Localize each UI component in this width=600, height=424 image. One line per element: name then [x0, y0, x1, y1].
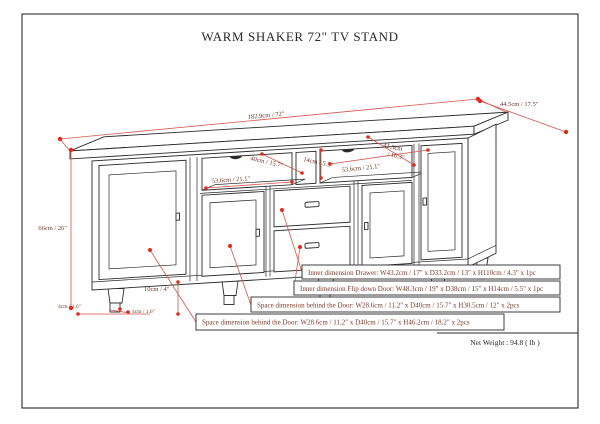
front-leg-2 [221, 280, 239, 305]
dim-overall-height: 66cm / 26" [38, 147, 74, 311]
cabinet-body [69, 111, 509, 291]
dim-shelf-depth-label-line1: 41.5cm [383, 142, 403, 153]
dim-leg-front-width-label: 4cm / 1.6" [58, 304, 81, 310]
shelf-board [200, 180, 412, 194]
drawer-top-handle [304, 201, 320, 208]
shelf-opening-left [201, 152, 293, 191]
dim-leg-front-width: 4cm / 1.6" [58, 304, 150, 316]
cable-notch-right [342, 148, 354, 153]
shelf-opening-center [295, 150, 317, 185]
dim-leg-height: 10cm / 4" [144, 280, 180, 316]
dim-leg-height-label: 10cm / 4" [144, 286, 170, 293]
net-weight-label: Net Weight : 94.8 ( lb ) [470, 338, 540, 347]
right-center-door [361, 181, 413, 267]
dim-shelf-right-width: 53.6cm / 21.1" [328, 148, 430, 174]
callout-box-space-door-2: Space dimension behind the Door: W28.6cm… [195, 313, 505, 331]
callout-space-door-1-label: Space dimension behind the Door: W28.6cm… [257, 302, 520, 310]
left-tall-door [98, 159, 187, 281]
dim-shelf-left-width: 53.6cm / 21.1" [204, 175, 294, 190]
left-center-door [201, 190, 265, 277]
drawing-title: WARM SHAKER 72" TV STAND [201, 29, 398, 44]
callout-boxes: Inner dimension Drawer: W43.2cm / 17" x … [195, 264, 561, 331]
callout-flip-door-label: Inner dimension Flip down Door: W48.3cm … [300, 285, 543, 293]
dim-shelf-right-width-label: 53.6cm / 21.1" [341, 163, 380, 174]
right-center-door-handle [364, 222, 369, 231]
dim-overall-depth-label: 44.5cm / 17.5" [500, 101, 539, 108]
dim-overall-height-label: 66cm / 26" [38, 225, 67, 232]
callout-drawer-label: Inner dimension Drawer: W43.2cm / 17" x … [308, 269, 536, 277]
dim-overall-width-label: 182.9cm / 72" [248, 111, 286, 121]
right-tall-door [420, 142, 463, 261]
right-door-handle [422, 197, 427, 206]
dim-shelf-depth-label-line2: / 16.3" [387, 151, 406, 162]
callout-box-drawer: Inner dimension Drawer: W43.2cm / 17" x … [301, 264, 561, 280]
left-center-door-handle [255, 228, 260, 237]
dim-overall-depth: 44.5cm / 17.5" [477, 98, 569, 135]
left-door-handle [175, 212, 180, 221]
sheet-border [21, 13, 579, 409]
flip-door-handle [304, 242, 320, 249]
dim-shelf-left-width-label: 53.6cm / 21.1" [212, 175, 251, 185]
dim-leg-side-width-label: 4cm / 1.6" [132, 309, 155, 315]
net-weight-block: Net Weight : 94.8 ( lb ) [437, 332, 578, 347]
callout-box-space-door-1: Space dimension behind the Door: W28.6cm… [250, 296, 561, 313]
shelf-opening-right [319, 144, 413, 184]
drawer-top [273, 185, 351, 228]
base-rail-side [467, 244, 497, 260]
open-shelf-row [200, 144, 426, 194]
callout-space-door-2-label: Space dimension behind the Door: W28.6cm… [202, 319, 470, 327]
tv-stand-drawing [69, 111, 509, 313]
cable-notch-left [230, 155, 242, 160]
side-panel [467, 123, 497, 268]
dim-leg-side-width: 4cm / 1.6" [109, 307, 155, 315]
dim-shelf-depth: 41.5cm / 16.3" [366, 135, 416, 167]
callout-box-flip-door: Inner dimension Flip down Door: W48.3cm … [293, 280, 561, 296]
top-edge-right [473, 111, 509, 135]
